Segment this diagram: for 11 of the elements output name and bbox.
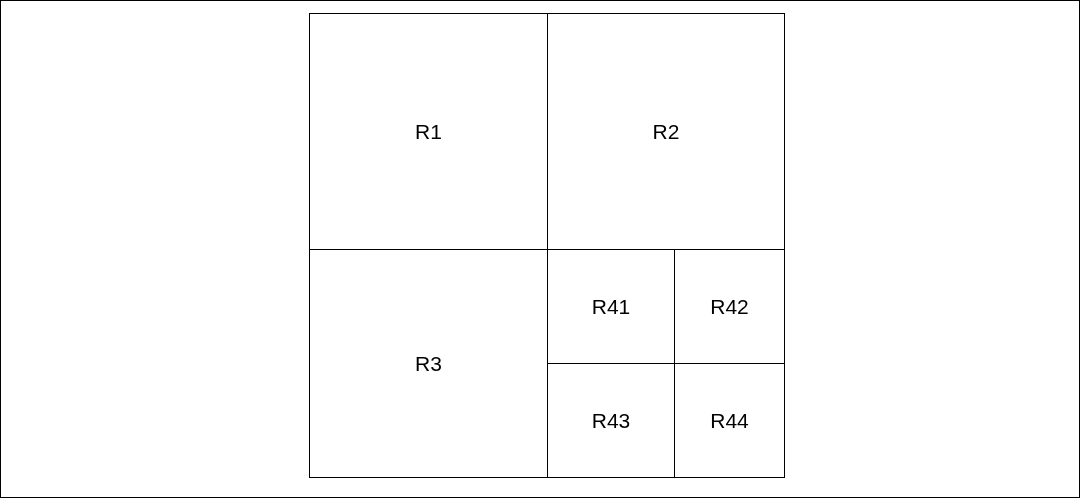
region-label: R1: [415, 119, 442, 144]
region-box: [674, 363, 785, 478]
region-label: R42: [710, 294, 749, 319]
region-box: [547, 13, 785, 250]
region-label: R41: [591, 294, 631, 319]
region-label: R44: [710, 408, 749, 433]
region-label: R3: [415, 351, 442, 376]
region-label: R43: [591, 408, 631, 433]
region-label: R2: [652, 119, 680, 144]
region-box: [309, 13, 548, 250]
region-box: [309, 249, 548, 478]
